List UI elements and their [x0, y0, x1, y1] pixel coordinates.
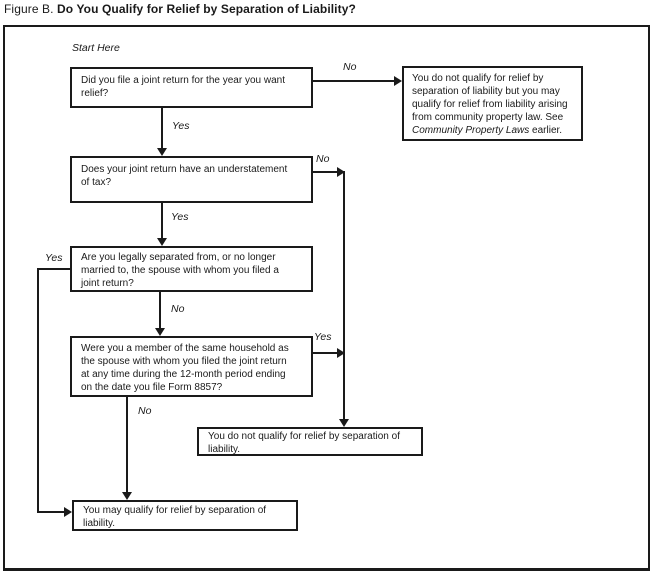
- box-result-community-property: You do not qualify for relief by separat…: [402, 66, 583, 141]
- community-property-laws-ref: Community Property Laws: [412, 125, 530, 136]
- q2-yes-connector: [161, 203, 163, 238]
- q2-text: Does your joint return have an understat…: [81, 164, 288, 188]
- q3-yes-connector-top: [39, 268, 70, 270]
- q2-no-arrowhead-icon: [337, 167, 345, 177]
- result-community-text: You do not qualify for relief by separat…: [412, 73, 568, 123]
- q3-no-arrowhead-icon: [155, 328, 165, 336]
- box-q3-legally-separated: Are you legally separated from, or no lo…: [70, 246, 313, 292]
- q4-no-connector: [126, 397, 128, 492]
- no-path-vertical-connector: [343, 171, 345, 419]
- no-path-arrowhead-icon: [339, 419, 349, 427]
- q3-no-label: No: [171, 303, 185, 315]
- figure-title-prefix: Figure B.: [4, 2, 58, 16]
- result-community-tail: earlier.: [529, 125, 563, 136]
- q2-yes-arrowhead-icon: [157, 238, 167, 246]
- q1-text: Did you file a joint return for the year…: [81, 75, 285, 99]
- q3-yes-arrowhead-icon: [64, 507, 72, 517]
- q4-yes-label: Yes: [314, 331, 332, 343]
- q3-text: Are you legally separated from, or no lo…: [81, 252, 279, 289]
- q1-yes-arrowhead-icon: [157, 148, 167, 156]
- q1-no-arrowhead-icon: [394, 76, 402, 86]
- result-community-ref-line: Community Property Laws earlier.: [412, 124, 579, 137]
- q3-yes-connector-vertical: [37, 268, 39, 513]
- box-q2-understatement: Does your joint return have an understat…: [70, 156, 313, 203]
- q4-no-arrowhead-icon: [122, 492, 132, 500]
- q1-yes-label: Yes: [172, 120, 190, 132]
- result-may-qualify-text: You may qualify for relief by separation…: [83, 505, 267, 529]
- q2-no-connector: [313, 171, 337, 173]
- figure-title: Figure B. Do You Qualify for Relief by S…: [4, 2, 356, 16]
- q4-yes-connector: [313, 352, 337, 354]
- box-result-may-qualify: You may qualify for relief by separation…: [72, 500, 298, 531]
- q2-no-label: No: [316, 153, 330, 165]
- q4-yes-arrowhead-icon: [337, 348, 345, 358]
- q3-yes-label: Yes: [45, 252, 63, 264]
- box-q1-joint-return: Did you file a joint return for the year…: [70, 67, 313, 108]
- q3-yes-connector-bottom: [37, 511, 64, 513]
- box-result-not-qualify: You do not qualify for relief by separat…: [197, 427, 423, 456]
- q1-no-connector: [313, 80, 394, 82]
- q2-yes-label: Yes: [171, 211, 189, 223]
- start-here-label: Start Here: [72, 42, 120, 54]
- q1-yes-connector: [161, 108, 163, 148]
- result-not-qualify-text: You do not qualify for relief by separat…: [208, 431, 400, 455]
- flowchart-frame: [3, 25, 650, 571]
- q4-text: Were you a member of the same household …: [81, 343, 289, 393]
- q1-no-label: No: [343, 61, 357, 73]
- box-q4-same-household: Were you a member of the same household …: [70, 336, 313, 397]
- q3-no-connector: [159, 292, 161, 328]
- q4-no-label: No: [138, 405, 152, 417]
- figure-title-text: Do You Qualify for Relief by Separation …: [57, 2, 356, 16]
